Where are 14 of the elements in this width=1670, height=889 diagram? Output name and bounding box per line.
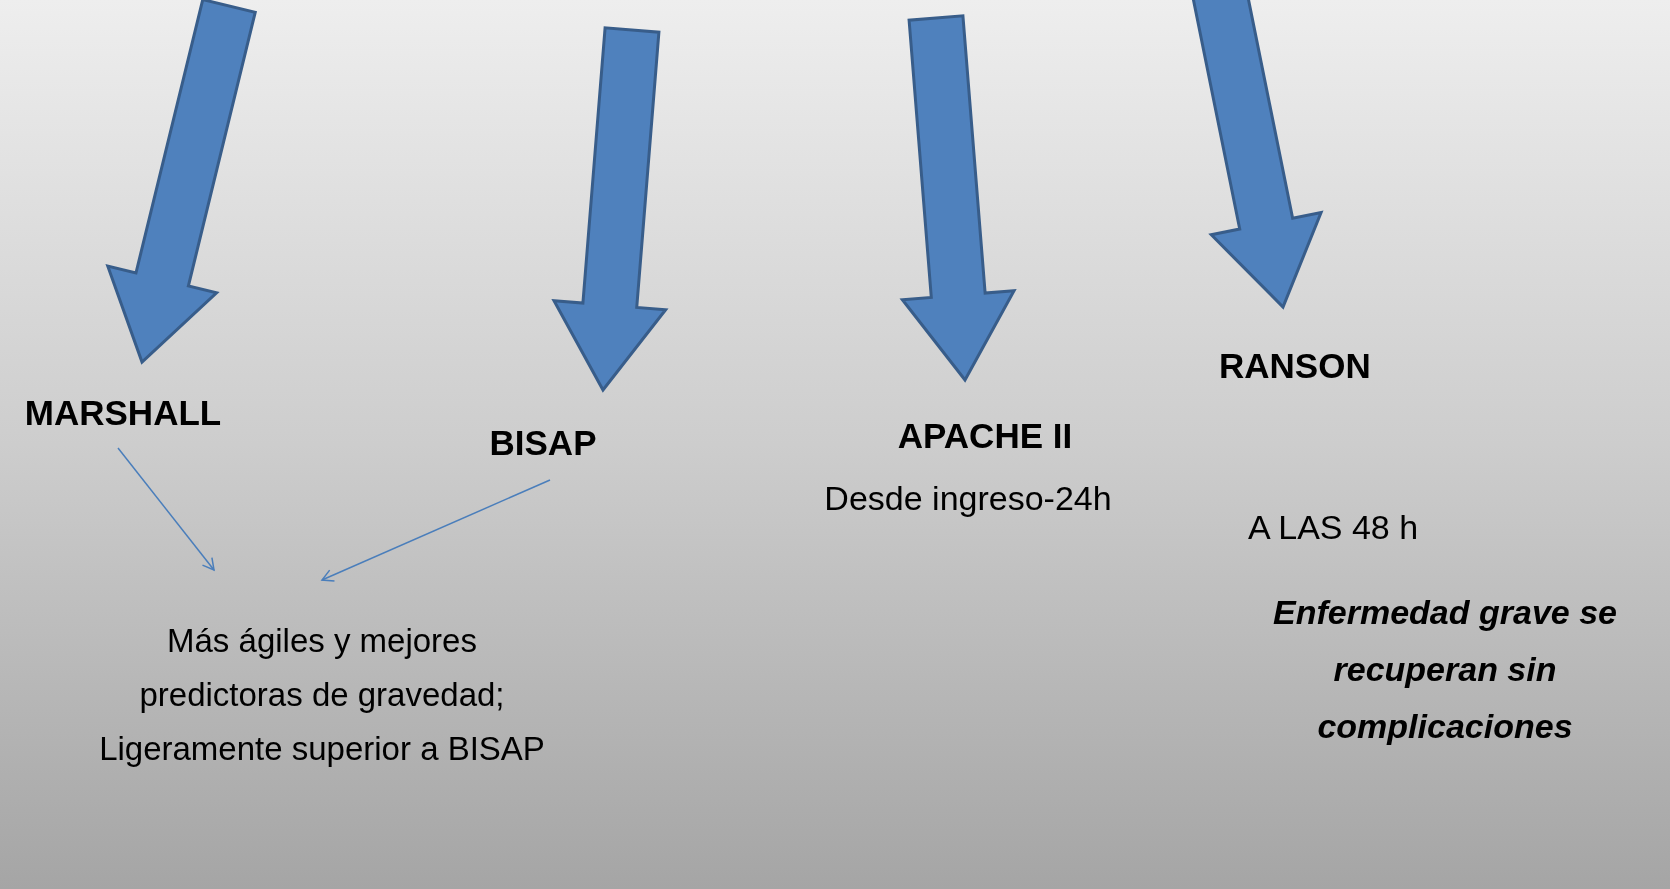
score-heading: BISAP (489, 422, 597, 464)
arrow (321, 479, 551, 582)
note-text: Más ágiles y mejores predictoras de gravedad; Ligeramente superior a BISAP (98, 621, 546, 769)
block-arrow (1190, 0, 1324, 310)
score-heading: MARSHALL (24, 392, 222, 434)
score-heading: APACHE II (897, 415, 1073, 457)
block-arrow (551, 26, 669, 393)
note-text: Enfermedad grave se recuperan sin complicaciones (1272, 592, 1618, 747)
timing-text: A LAS 48 h (1248, 507, 1419, 548)
score-heading: RANSON (1219, 345, 1371, 387)
block-arrow (105, 0, 258, 365)
block-arrow (899, 14, 1017, 383)
timing-text: Desde ingreso-24h (824, 478, 1112, 519)
arrow (117, 447, 215, 571)
